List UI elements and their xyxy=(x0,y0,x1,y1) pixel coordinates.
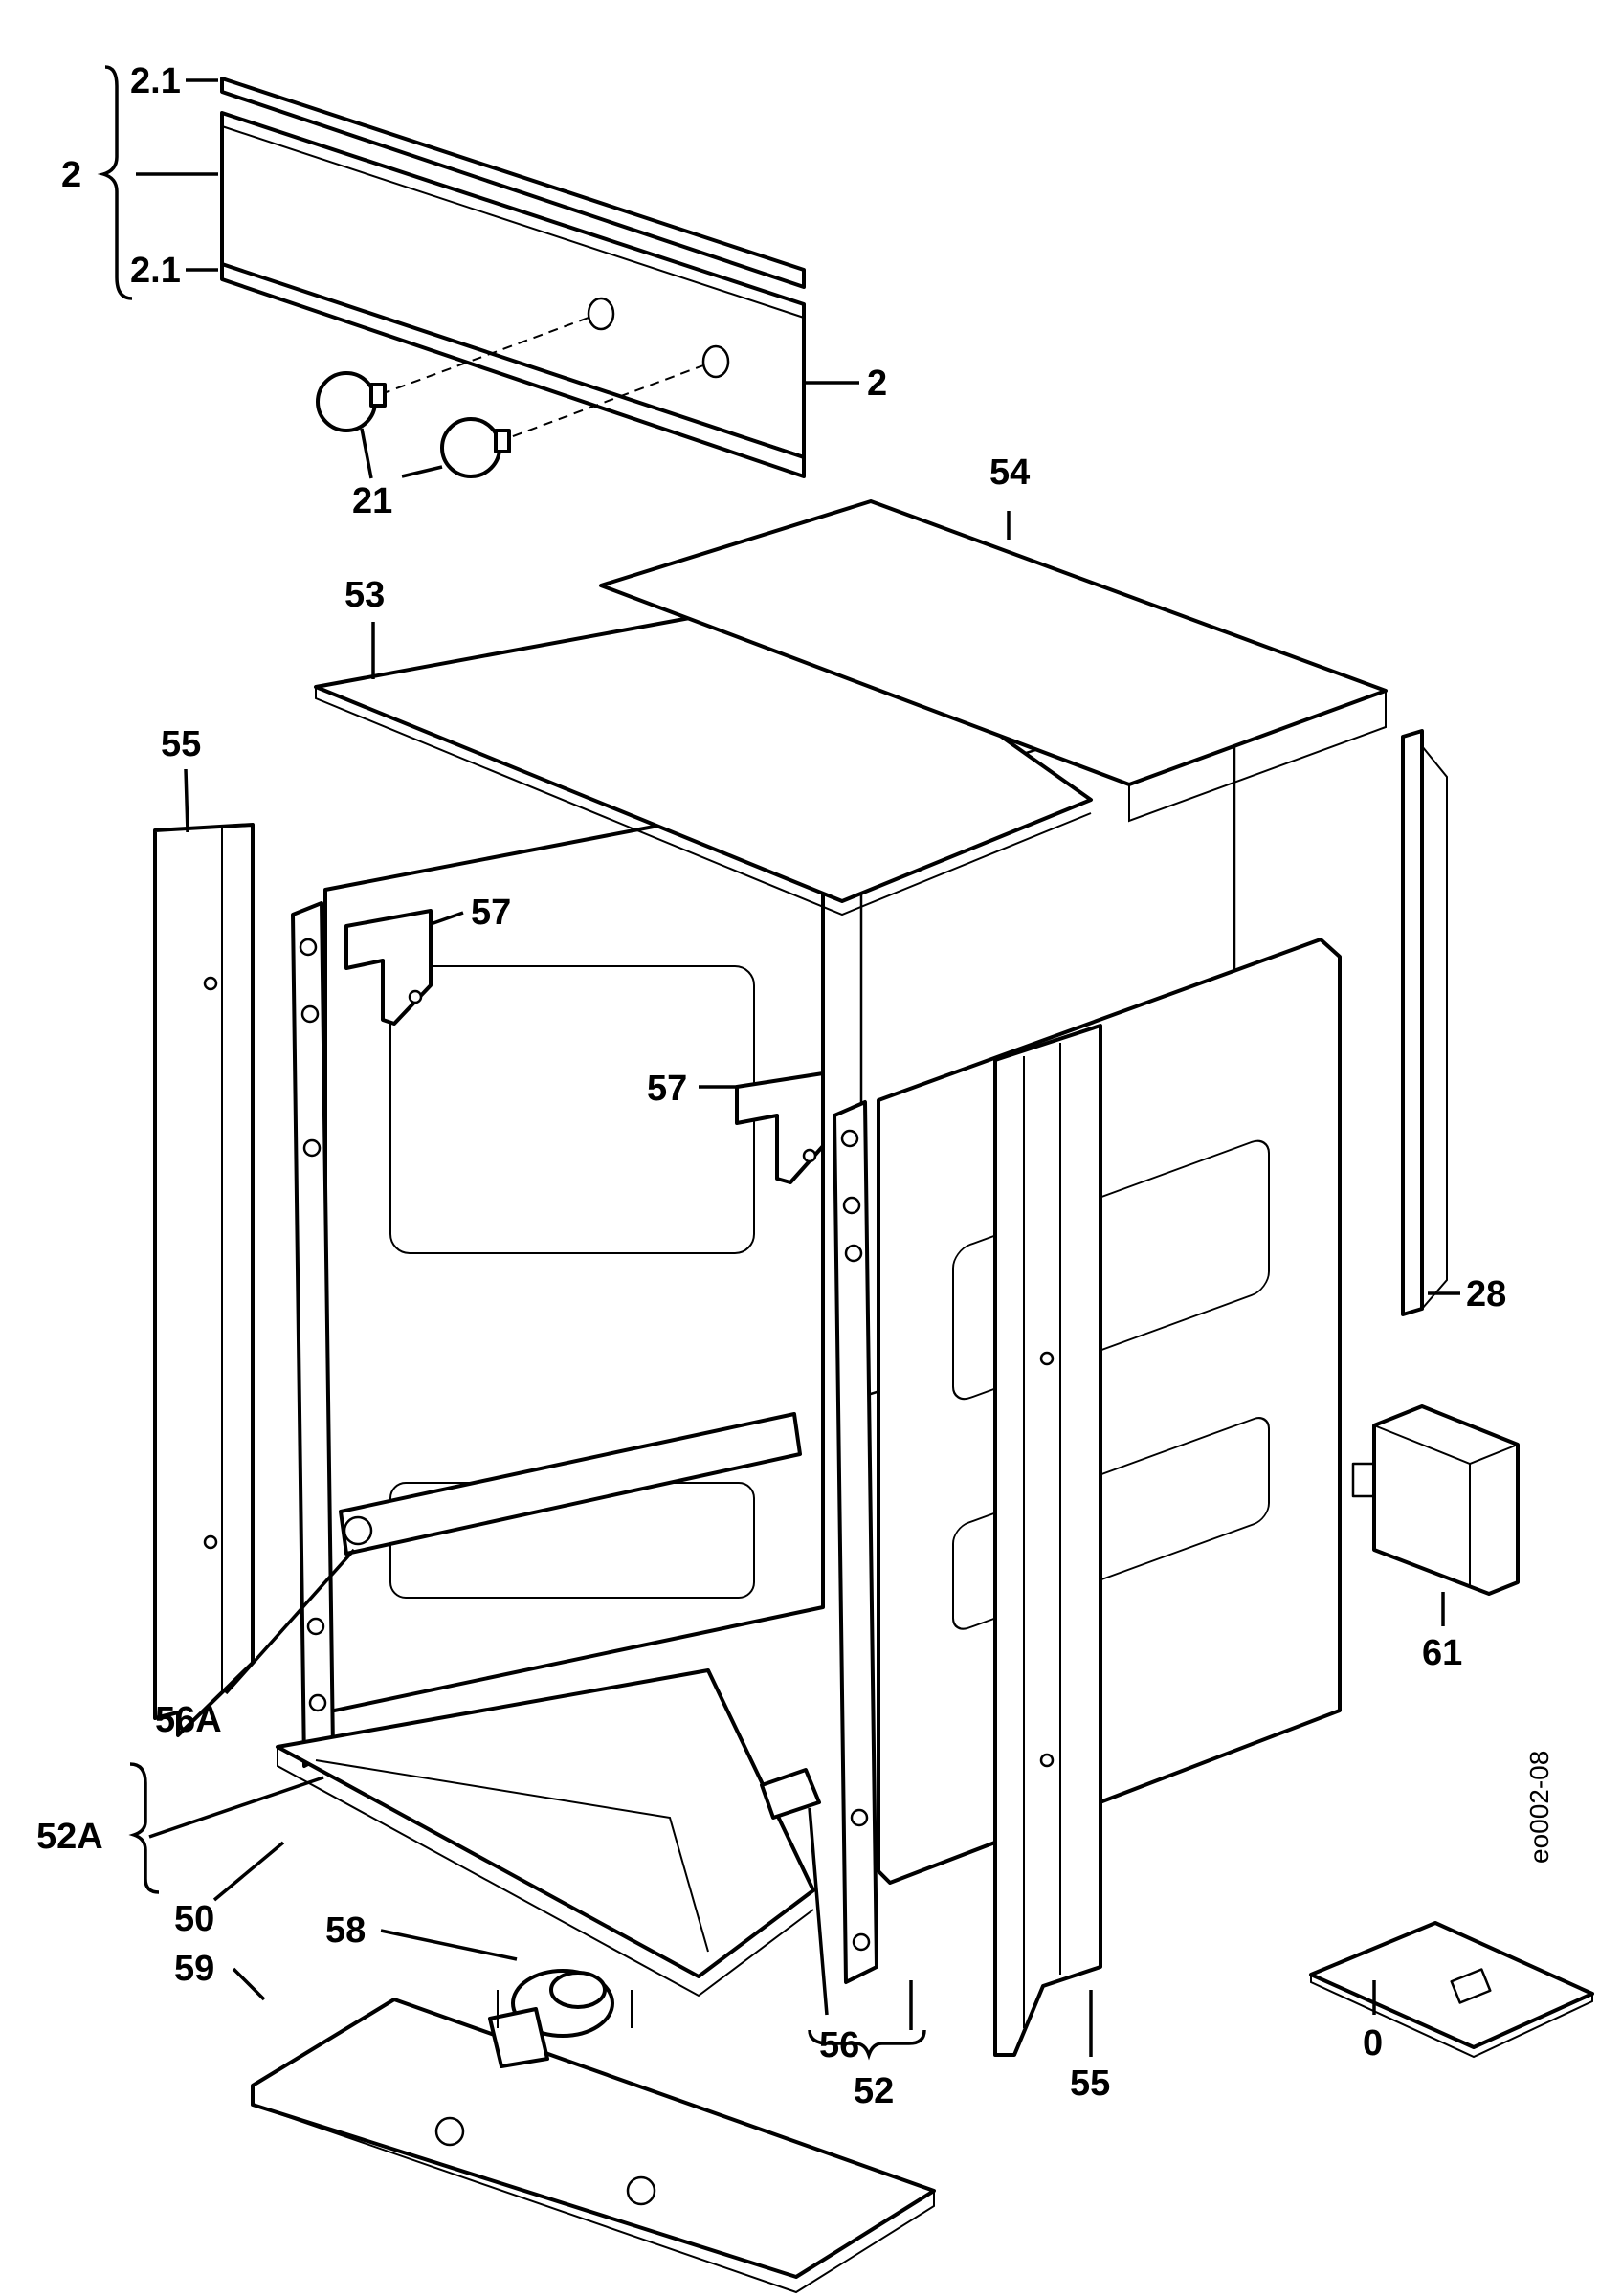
label-2-right: 2 xyxy=(867,364,887,404)
label-57-mid: 57 xyxy=(647,1069,687,1109)
trim-strip-top xyxy=(220,77,806,289)
right-panel-recess-upper xyxy=(952,1139,1270,1401)
label-57-top: 57 xyxy=(471,893,511,933)
drawing-code: eo002-08 xyxy=(1524,1751,1554,1864)
knob-axis-2 xyxy=(497,364,704,443)
knob-hole-2 xyxy=(701,344,730,379)
rear-strip-body xyxy=(1401,729,1424,1316)
label-2-1-top: 2.1 xyxy=(130,61,181,101)
label-2-brace: 2 xyxy=(61,155,81,195)
right-rail-body xyxy=(833,1100,878,1984)
rear-top-plate xyxy=(599,499,1388,823)
control-panel-edge xyxy=(221,125,805,319)
knob-hole-1 xyxy=(587,297,615,331)
label-21: 21 xyxy=(352,481,392,521)
bottom-plate-surface xyxy=(251,1998,936,2279)
label-0: 0 xyxy=(1363,2023,1383,2064)
control-box xyxy=(1351,1404,1520,1596)
small-bracket xyxy=(760,1768,821,1820)
corner-profile-left xyxy=(153,823,255,1737)
right-side-panel-body xyxy=(877,938,1342,1885)
label-61: 61 xyxy=(1422,1633,1462,1673)
control-panel xyxy=(220,111,806,459)
support-rail-body xyxy=(339,1412,802,1556)
corner-profile-right-body xyxy=(993,1024,1102,2057)
label-58: 58 xyxy=(325,1910,366,1951)
corner-profile-left-body xyxy=(153,823,255,1737)
base-tray-surface xyxy=(276,1668,815,1978)
label-52: 52 xyxy=(854,2071,894,2111)
trim-strip-bottom xyxy=(220,262,806,478)
pump-unit xyxy=(488,1969,633,2068)
label-59: 59 xyxy=(174,1949,214,1989)
bottom-plate xyxy=(251,1998,936,2294)
label-56: 56 xyxy=(819,2025,859,2065)
label-55-left: 55 xyxy=(161,724,201,764)
corner-profile-right xyxy=(993,1024,1102,2057)
label-56A: 56A xyxy=(155,1700,222,1740)
documentation-booklet xyxy=(1309,1921,1594,2059)
label-53: 53 xyxy=(344,575,385,615)
rear-strip xyxy=(1401,729,1448,1316)
hinge-bracket-mid xyxy=(735,1071,825,1184)
base-tray xyxy=(276,1668,815,1998)
right-side-panel xyxy=(877,938,1342,1885)
support-rail xyxy=(339,1412,802,1556)
label-28: 28 xyxy=(1466,1274,1506,1314)
control-box-body xyxy=(1372,1404,1520,1596)
part-labels: 2.1 2 2.1 2 21 54 53 55 57 57 28 61 56A … xyxy=(36,61,1554,2111)
label-55-right: 55 xyxy=(1070,2064,1110,2104)
label-50: 50 xyxy=(174,1899,214,1939)
leader-lines xyxy=(97,65,1460,2061)
knob-2 xyxy=(440,417,511,478)
right-panel-recess-lower xyxy=(952,1417,1270,1630)
left-front-rail xyxy=(291,901,335,1768)
label-54: 54 xyxy=(989,453,1030,493)
control-panel-assembly xyxy=(220,77,806,478)
right-front-rail xyxy=(833,1100,878,1984)
knobs xyxy=(316,371,511,478)
label-2-1-bottom: 2.1 xyxy=(130,251,181,291)
knob-1 xyxy=(316,371,387,432)
label-52A: 52A xyxy=(36,1817,103,1857)
knob-axis-1 xyxy=(380,317,589,395)
